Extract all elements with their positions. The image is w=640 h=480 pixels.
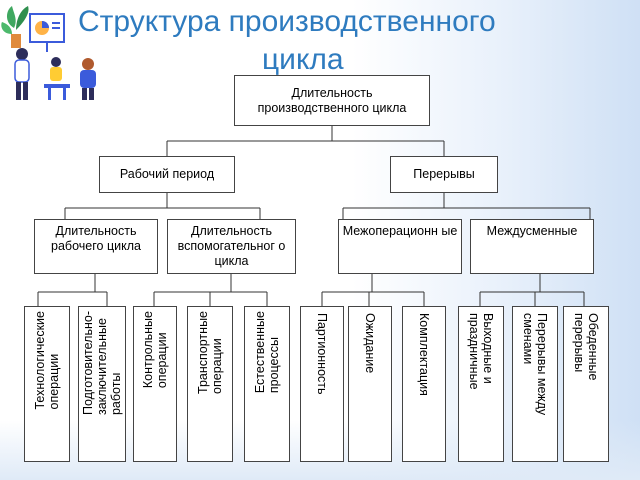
leaf-natural: Естественные процессы bbox=[244, 306, 290, 462]
intershift-label: Междусменные bbox=[486, 224, 578, 238]
leaf-label: Естественные процессы bbox=[253, 311, 281, 394]
leaf-label: Комплектация bbox=[417, 313, 431, 396]
leaf-label: Перерывы между сменами bbox=[521, 313, 549, 416]
intershift-box: Междусменные bbox=[470, 219, 594, 274]
connector-intershift bbox=[479, 274, 585, 306]
presentation-board-icon bbox=[29, 13, 65, 52]
connector-work-cycle bbox=[37, 274, 108, 306]
leaf-technological: Технологические операции bbox=[24, 306, 70, 462]
leaf-between-shifts: Перерывы между сменами bbox=[512, 306, 558, 462]
leaf-label: Обеденные перерывы bbox=[572, 313, 600, 381]
leaf-label: Выходные и праздничные bbox=[467, 313, 495, 390]
leaf-label: Контрольные операции bbox=[141, 311, 169, 389]
leaf-completion: Комплектация bbox=[402, 306, 446, 462]
page-title-line2: цикла bbox=[262, 43, 344, 76]
page-title-line1: Структура производственного bbox=[78, 5, 496, 38]
connector-root bbox=[166, 126, 445, 156]
plant-icon bbox=[1, 6, 29, 48]
leaf-batching: Партионность bbox=[300, 306, 344, 462]
breaks-label: Перерывы bbox=[413, 167, 475, 181]
work-cycle-box: Длительность рабочего цикла bbox=[34, 219, 158, 274]
person-right-icon bbox=[80, 58, 96, 100]
person-sitting-icon bbox=[44, 57, 70, 100]
leaf-label: Технологические операции bbox=[33, 311, 61, 410]
aux-cycle-label: Длительность вспомогательног о цикла bbox=[177, 224, 286, 268]
leaf-label: Транспортные операции bbox=[196, 311, 224, 394]
leaf-preparatory: Подготовительно- заключительные работы bbox=[78, 306, 126, 462]
leaf-weekends: Выходные и праздничные bbox=[458, 306, 504, 462]
business-people-illustration bbox=[1, 6, 96, 100]
leaf-waiting: Ожидание bbox=[348, 306, 392, 462]
connector-breaks bbox=[342, 193, 591, 219]
interop-label: Межоперационн ые bbox=[342, 224, 458, 238]
interop-box: Межоперационн ые bbox=[338, 219, 462, 274]
leaf-lunch: Обеденные перерывы bbox=[563, 306, 609, 462]
leaf-label: Партионность bbox=[315, 313, 329, 395]
work-period-label: Рабочий период bbox=[119, 167, 215, 181]
leaf-control: Контрольные операции bbox=[133, 306, 177, 462]
aux-cycle-box: Длительность вспомогательног о цикла bbox=[167, 219, 296, 274]
connector-interop bbox=[321, 274, 425, 306]
work-period-box: Рабочий период bbox=[99, 156, 235, 193]
breaks-box: Перерывы bbox=[390, 156, 498, 193]
leaf-label: Подготовительно- заключительные работы bbox=[81, 311, 123, 416]
leaf-label: Ожидание bbox=[363, 313, 377, 374]
connector-work bbox=[64, 193, 261, 219]
work-cycle-label: Длительность рабочего цикла bbox=[51, 224, 141, 253]
root-box: Длительность производственного цикла bbox=[234, 75, 430, 126]
root-label: Длительность производственного цикла bbox=[257, 85, 407, 115]
connector-aux-cycle bbox=[153, 274, 268, 306]
leaf-transport: Транспортные операции bbox=[187, 306, 233, 462]
person-left-icon bbox=[14, 48, 30, 100]
